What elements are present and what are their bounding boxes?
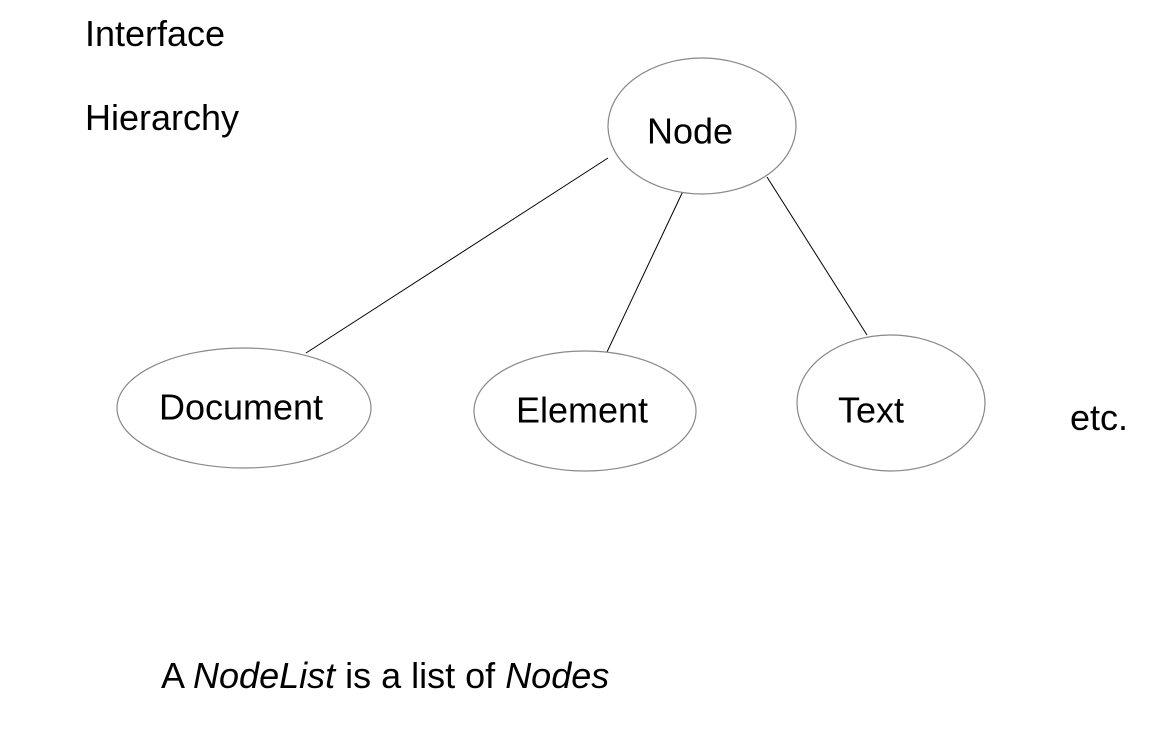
caption-prefix: A: [161, 655, 194, 696]
node-root-ellipse: [607, 57, 797, 195]
edge-node-element: [606, 188, 685, 353]
node-document: Document: [116, 347, 372, 469]
title-line-hierarchy: Hierarchy: [85, 97, 240, 138]
node-text: Text: [796, 334, 986, 472]
caption-middle: is a list of: [335, 655, 506, 696]
caption-term-nodes: Nodes: [505, 655, 610, 696]
node-text-label: Text: [838, 390, 904, 431]
node-root-label: Node: [647, 111, 733, 152]
edge-node-text: [766, 176, 868, 336]
node-root: Node: [607, 57, 797, 195]
node-element: Element: [473, 350, 697, 472]
title-line-interface: Interface: [85, 13, 226, 54]
node-element-label: Element: [516, 390, 648, 431]
etc-label: etc.: [1070, 397, 1129, 438]
edge-node-document: [305, 157, 609, 354]
caption: A NodeList is a list of Nodes: [161, 658, 609, 694]
node-document-ellipse: [116, 347, 372, 469]
caption-term-nodelist: NodeList: [193, 655, 336, 696]
node-element-ellipse: [473, 350, 697, 472]
node-text-ellipse: [796, 334, 986, 472]
node-document-label: Document: [159, 387, 323, 428]
